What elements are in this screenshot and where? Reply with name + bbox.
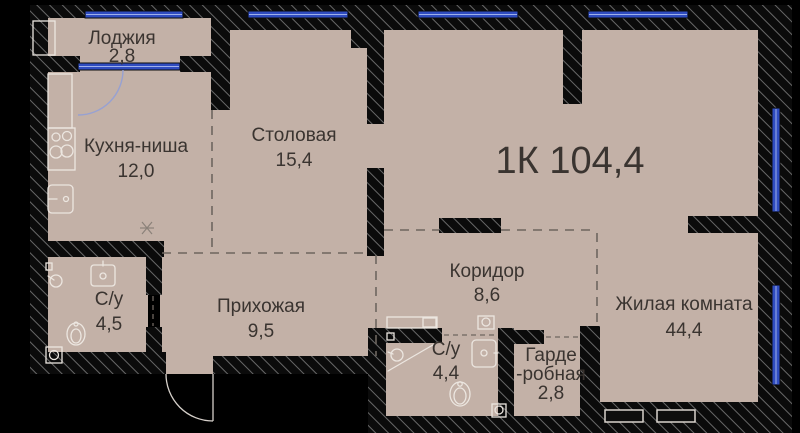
wall-bath2-wardrobe [498, 328, 514, 418]
room-label-wardrobe-line1: Гарде [525, 345, 577, 366]
wall-hallway-bottom [213, 356, 385, 374]
room-label-kitchen: Кухня-ниша [84, 136, 189, 157]
floor-hallway [160, 253, 385, 358]
room-label-wardrobe-line2: -робная [516, 364, 586, 385]
loggia-cabinet-icon [32, 20, 56, 56]
stove-icon [47, 127, 76, 171]
bath2-shower-icon [386, 332, 439, 372]
kitchen-vent-star-icon [140, 221, 154, 235]
loggia-door-arc [77, 69, 124, 116]
room-label-loggia: Лоджия [88, 28, 155, 49]
bath2-sink-icon [471, 339, 499, 368]
fixtures [32, 20, 696, 423]
room-area-bath1: 4,5 [96, 314, 122, 335]
pier-dining-lower [367, 168, 384, 256]
room-area-dining: 15,4 [276, 150, 313, 171]
pier-dining-upper [367, 18, 384, 124]
wall-loggia-sill-right [180, 56, 211, 72]
wall-loggia-sill-left [48, 56, 80, 72]
bath2-toilet-icon [449, 381, 471, 407]
floor-loggia [32, 18, 213, 62]
wall-kitchen-bath1 [44, 241, 164, 257]
bath1-toilet-icon [66, 321, 86, 346]
room-area-living: 44,4 [666, 320, 703, 341]
wall-wardrobe-top [514, 330, 544, 344]
bath1-shower-icon [45, 262, 63, 288]
wall-baths-bottom [368, 416, 602, 433]
entrance-door-arc [165, 373, 214, 422]
floor-entrance-gap [166, 356, 213, 374]
room-area-hallway: 9,5 [248, 321, 274, 342]
room-label-dining: Столовая [252, 125, 337, 146]
wall-living-top [688, 216, 758, 233]
room-area-bath2: 4,4 [433, 363, 460, 384]
labels: Лоджия 2,8 Кухня-ниша 12,0 Столовая 15,4… [84, 28, 753, 404]
room-label-bath2: С/у [432, 339, 461, 360]
wall-corridor-block [439, 218, 501, 233]
bath1-sink-icon [90, 260, 116, 287]
wall-bottom-left [30, 352, 166, 374]
room-area-kitchen: 12,0 [118, 161, 155, 182]
windows [77, 10, 781, 386]
wall-bath1-right-lower [146, 327, 162, 354]
room-area-loggia: 2,8 [109, 46, 135, 67]
floor-baths-row [370, 328, 600, 420]
wall-bath2-left [368, 328, 386, 418]
floor-corridor [384, 230, 600, 330]
wall-left [30, 5, 48, 374]
bath2-drain-icon [491, 403, 507, 418]
bath1-washer-icon [45, 346, 63, 364]
plan-title: 1К 104,4 [496, 140, 645, 182]
room-label-corridor: Коридор [449, 261, 524, 282]
floor-dining [213, 30, 384, 256]
room-label-hallway: Прихожая [217, 296, 305, 317]
wall-wardrobe-right [580, 326, 600, 418]
corridor-washer-icon [477, 315, 495, 330]
corridor-counter-icon [386, 316, 438, 329]
room-area-wardrobe: 2,8 [538, 383, 564, 404]
doors [77, 69, 578, 422]
wall-bath1-right-upper [146, 257, 162, 295]
floor-living [597, 233, 758, 406]
room-area-corridor: 8,6 [474, 285, 500, 306]
floor-bath1 [48, 256, 148, 354]
vent-block-1 [604, 409, 644, 423]
column-top-middle [563, 18, 582, 104]
wall-loggia-right [211, 5, 230, 110]
kitchen-sink-icon [47, 184, 74, 214]
zone-boundaries [162, 110, 598, 356]
vent-block-2 [656, 409, 696, 423]
room-label-bath1: С/у [95, 289, 124, 310]
room-label-living: Жилая комната [615, 294, 753, 315]
